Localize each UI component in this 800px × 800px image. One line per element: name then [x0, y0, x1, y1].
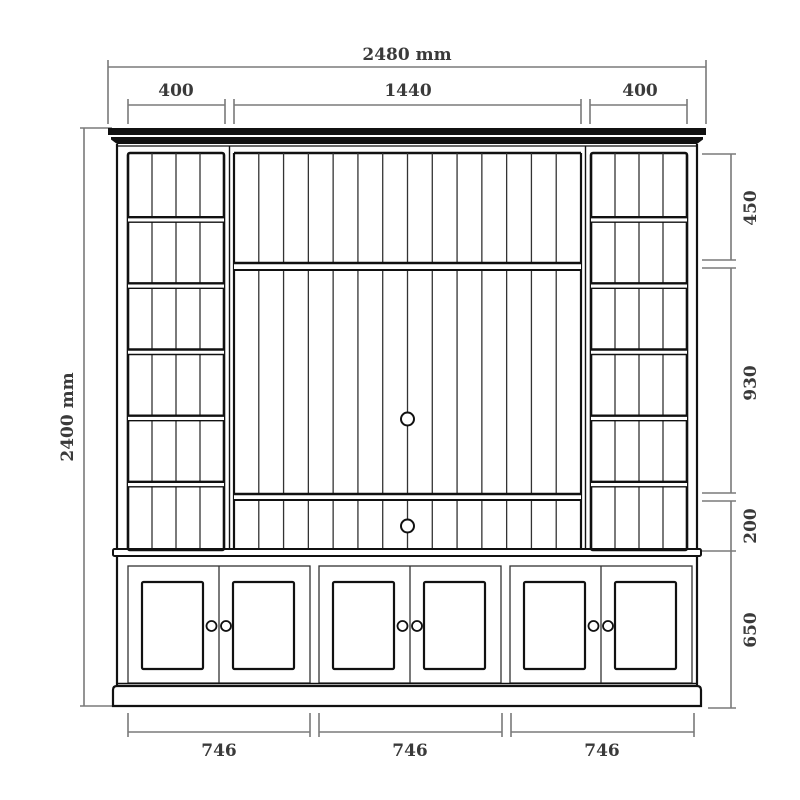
door-panel-right[interactable]: [422, 580, 487, 671]
shelf: [591, 217, 687, 223]
base-doors: [127, 565, 693, 684]
knob-icon: [400, 518, 415, 534]
shelf: [128, 217, 224, 223]
center-shelf: [234, 263, 581, 270]
shelf: [591, 415, 687, 421]
center-shelf: [234, 494, 581, 500]
right-bookcase: [589, 151, 689, 552]
overall-width-label: 2480 mm: [362, 45, 451, 65]
door-knob-icon[interactable]: [411, 620, 423, 632]
door-panel-left[interactable]: [522, 580, 587, 671]
cornice: [108, 128, 706, 144]
left-bookcase: [126, 151, 226, 552]
shelf: [128, 481, 224, 487]
door-knob-icon[interactable]: [205, 620, 218, 632]
height-200-label: 200: [741, 508, 761, 544]
height-930-label: 930: [741, 365, 761, 401]
center-tv-panel: [232, 151, 583, 550]
top-left-section-label: 400: [158, 81, 194, 101]
bottom-right-section-label: 746: [584, 741, 620, 761]
shelf: [591, 481, 687, 487]
top-right-section-label: 400: [622, 81, 658, 101]
height-650-label: 650: [741, 612, 761, 648]
overall-height-dimension: 2400 mm: [58, 127, 112, 707]
height-450-label: 450: [741, 190, 761, 226]
base-cabinet-unit: [318, 565, 502, 684]
mid-ledge: [112, 548, 702, 557]
base-cabinet-unit: [509, 565, 693, 684]
base-cabinet: [111, 556, 703, 708]
door-panel-right[interactable]: [231, 580, 296, 671]
shelf: [591, 283, 687, 289]
door-panel-left[interactable]: [140, 580, 205, 671]
overall-width-dimension: 2480 mm: [107, 45, 707, 124]
shelf: [128, 415, 224, 421]
door-knob-icon[interactable]: [396, 620, 409, 632]
bottom-sections-dimension: 746 746 746: [127, 713, 695, 761]
overall-height-label: 2400 mm: [58, 372, 78, 461]
upper-carcass: [115, 144, 699, 549]
bottom-center-section-label: 746: [392, 741, 428, 761]
top-center-section-label: 1440: [384, 81, 431, 101]
door-knob-icon[interactable]: [220, 620, 232, 632]
door-knob-icon[interactable]: [587, 620, 600, 632]
right-heights-dimension: 450 930 200 650: [702, 153, 761, 709]
shelf: [128, 283, 224, 289]
shelf: [591, 349, 687, 355]
knob-icon: [400, 411, 415, 427]
shelf: [128, 349, 224, 355]
door-panel-right[interactable]: [613, 580, 678, 671]
door-knob-icon[interactable]: [602, 620, 614, 632]
base-cabinet-unit: [127, 565, 311, 684]
door-panel-left[interactable]: [331, 580, 396, 671]
top-sections-dimension: 400 1440 400: [127, 81, 688, 124]
bottom-left-section-label: 746: [201, 741, 237, 761]
